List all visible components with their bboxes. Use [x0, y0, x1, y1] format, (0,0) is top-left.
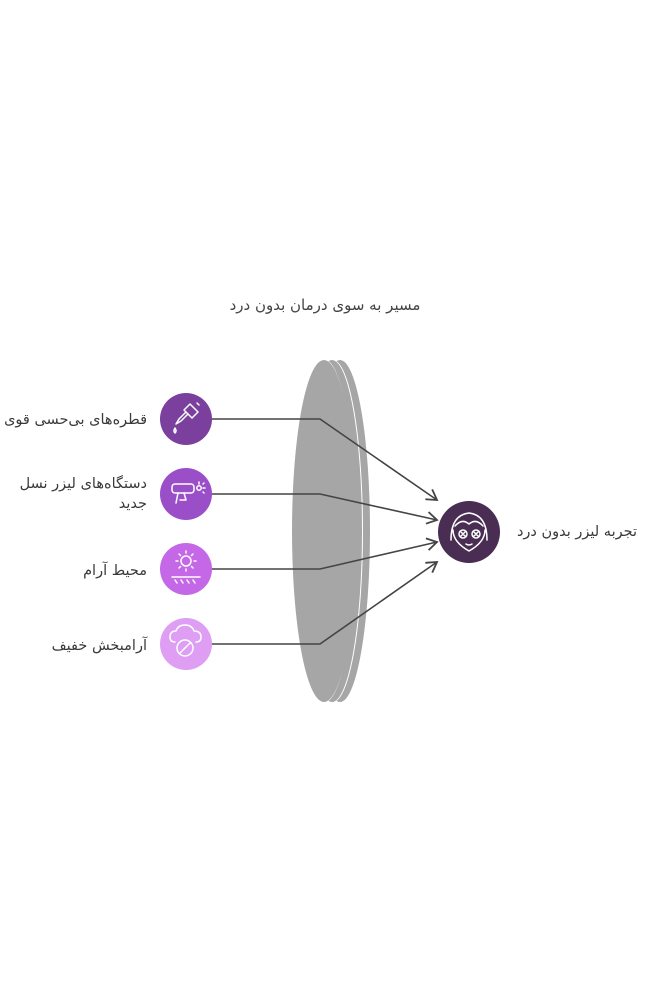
input-node-circle — [160, 468, 212, 520]
input-label-calm-environment: محیط آرام — [83, 563, 147, 579]
relaxed-face-icon — [450, 512, 488, 552]
input-node-circle — [160, 618, 212, 670]
connector-line — [212, 418, 439, 501]
input-node-circle — [160, 393, 212, 445]
connector-line — [212, 493, 439, 525]
diagram-title: مسیر به سوی درمان بدون درد — [229, 296, 421, 314]
laser-device-icon — [171, 481, 206, 504]
connector-line — [212, 560, 439, 645]
connector-line — [212, 537, 439, 570]
eye-drop-icon — [173, 402, 200, 434]
input-label-mild-sedative: آرامبخش خفیف — [51, 638, 147, 654]
lens-shape — [292, 360, 370, 702]
sun-calm-icon — [171, 550, 201, 584]
input-label-numbing-drops: قطره‌های بی‌حسی قوی — [4, 412, 147, 428]
connectors — [212, 418, 439, 645]
cloud-sedative-icon — [169, 624, 202, 657]
input-label-laser-devices: دستگاه‌های لیزر نسل جدید — [19, 476, 147, 512]
result-label: تجربه لیزر بدون درد — [516, 524, 637, 540]
result-node-circle — [438, 501, 500, 563]
